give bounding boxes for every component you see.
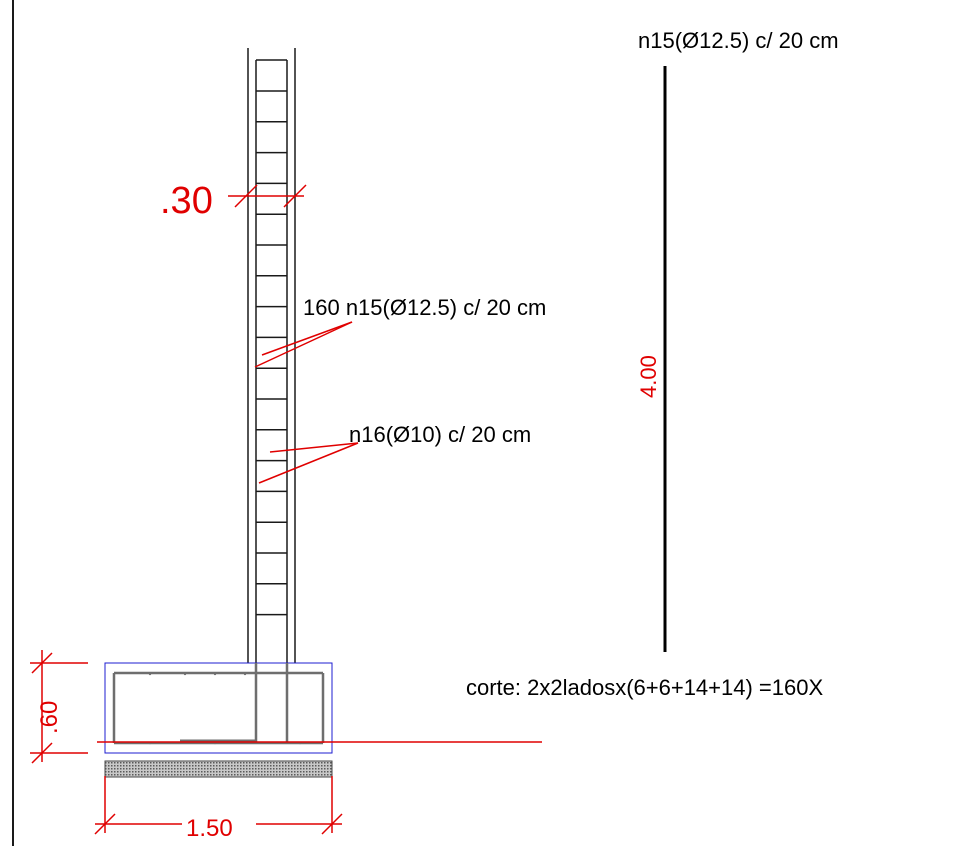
dimension-tick bbox=[283, 184, 307, 208]
bar-detail: n15(Ø12.5) c/ 20 cm 4.00 corte: 2x2lados… bbox=[466, 28, 839, 700]
cut-formula-label: corte: 2x2ladosx(6+6+14+14) =160X bbox=[466, 675, 823, 700]
dimension-wall-thickness-value: .30 bbox=[160, 180, 213, 222]
callout-n15-label: 160 n15(Ø12.5) c/ 20 cm bbox=[303, 295, 546, 320]
callout-n15: 160 n15(Ø12.5) c/ 20 cm bbox=[254, 295, 546, 368]
bar-top-label: n15(Ø12.5) c/ 20 cm bbox=[638, 28, 839, 53]
bar-length-label: 4.00 bbox=[636, 355, 661, 398]
leader-line bbox=[258, 442, 359, 484]
leader-line bbox=[261, 321, 353, 356]
dimension-tick bbox=[234, 184, 258, 208]
dimension-footing-width-value: 1.50 bbox=[186, 815, 233, 842]
dimension-tick bbox=[94, 813, 116, 835]
footing-section bbox=[104, 662, 333, 754]
dimension-footing-height-value: .60 bbox=[36, 701, 63, 734]
callout-n16: n16(Ø10) c/ 20 cm bbox=[258, 422, 531, 484]
blinding-layer bbox=[104, 760, 333, 778]
wall-section bbox=[247, 48, 296, 663]
dimension-tick bbox=[321, 813, 343, 835]
leader-line bbox=[269, 442, 359, 453]
dimension-tick bbox=[31, 742, 53, 764]
footing-top-dots bbox=[148, 672, 247, 676]
dimension-footing-height: .60 bbox=[30, 650, 88, 764]
footing-outline bbox=[104, 662, 333, 754]
callout-n16-label: n16(Ø10) c/ 20 cm bbox=[349, 422, 531, 447]
leader-line bbox=[254, 321, 353, 368]
horizontal-ties bbox=[256, 90, 287, 616]
dimension-tick bbox=[31, 652, 53, 674]
dimension-footing-width: 1.50 bbox=[94, 776, 343, 842]
dimension-wall-thickness: .30 bbox=[160, 180, 307, 222]
